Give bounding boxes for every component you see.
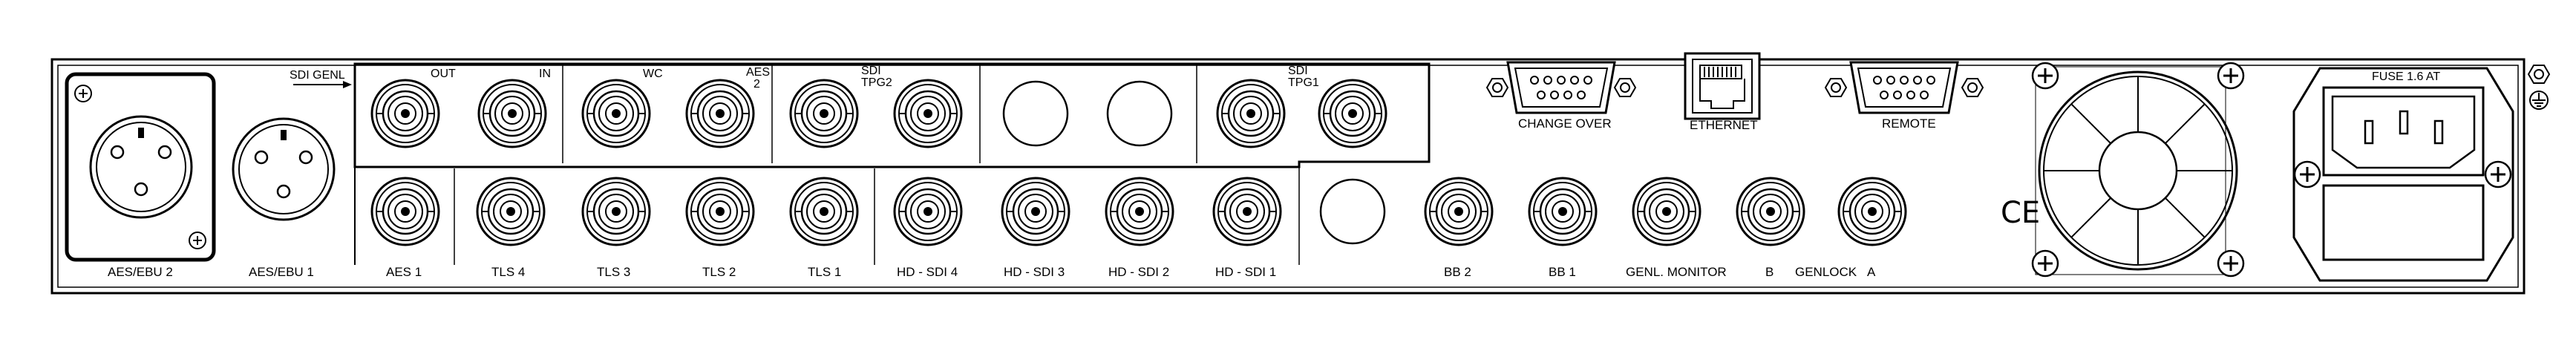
sdi-tpg2-bnc-2[interactable] (893, 79, 963, 148)
hd-sdi-2-bnc[interactable] (1105, 177, 1174, 246)
chassis-inner-outline (57, 65, 2519, 288)
sdi-tpg1-bnc-1[interactable] (1216, 79, 1286, 148)
change-over-dsub-connector[interactable] (1486, 61, 1636, 114)
tls-2-label: TLS 2 (702, 265, 736, 279)
genlock-b-bnc[interactable] (1736, 177, 1805, 246)
hd-sdi-4-label: HD - SDI 4 (897, 265, 958, 279)
power-screw-right (2484, 160, 2512, 188)
sdi-tpg1-label-top: SDI (1288, 65, 1308, 77)
aes-2-bnc[interactable] (685, 79, 755, 148)
hd-sdi-1-bnc[interactable] (1212, 177, 1282, 246)
tls-3-label: TLS 3 (597, 265, 630, 279)
bb-1-label: BB 1 (1549, 265, 1576, 279)
aes-1-label: AES 1 (386, 265, 422, 279)
remote-dsub-connector[interactable] (1825, 61, 1984, 114)
blank-hole-2 (1106, 80, 1173, 147)
power-inlet-module[interactable] (2292, 67, 2514, 282)
sdi-tpg1-bnc-2[interactable] (1318, 79, 1387, 148)
ethernet-rj45-port[interactable] (1684, 52, 1761, 120)
blank-hole-1 (1002, 80, 1069, 147)
aes-ebu-2-label: AES/EBU 2 (108, 265, 173, 279)
hd-sdi-1-label: HD - SDI 1 (1215, 265, 1276, 279)
ethernet-label: ETHERNET (1690, 118, 1758, 132)
change-over-label: CHANGE OVER (1518, 117, 1612, 131)
aes-1-bnc[interactable] (370, 177, 440, 246)
genl-monitor-bnc[interactable] (1632, 177, 1701, 246)
genlock-a-bnc[interactable] (1837, 177, 1907, 246)
fan-screw-bottom-left (2031, 249, 2059, 278)
bb-2-label: BB 2 (1444, 265, 1471, 279)
aes-2-label-top: AES (746, 66, 770, 79)
sdi-tpg2-label-bottom: TPG2 (861, 76, 892, 89)
genl-monitor-label: GENL. MONITOR (1626, 265, 1727, 279)
ground-symbol-icon (2529, 91, 2549, 110)
fan-screw-top-left (2031, 62, 2059, 90)
aes-ebu-1-label: AES/EBU 1 (249, 265, 314, 279)
wc-bnc-1[interactable] (581, 79, 651, 148)
hd-sdi-4-bnc[interactable] (893, 177, 963, 246)
genlock-label: GENLOCK (1795, 265, 1857, 279)
fan-screw-top-right (2217, 62, 2245, 90)
sdi-tpg2-bnc-1[interactable] (789, 79, 859, 148)
sdi-genl-label: SDI GENL (290, 69, 345, 82)
tls-4-label: TLS 4 (491, 265, 525, 279)
chassis-outline (50, 58, 2526, 295)
out-label: OUT (431, 68, 456, 80)
aes-ebu-1-xlr-connector[interactable] (232, 117, 336, 221)
sdi-genl-out-bnc[interactable] (370, 79, 440, 148)
fuse-label: FUSE 1.6 AT (2372, 70, 2440, 83)
tls-3-bnc[interactable] (581, 177, 651, 246)
sdi-tpg1-label-bottom: TPG1 (1288, 76, 1319, 89)
hd-sdi-2-label: HD - SDI 2 (1108, 265, 1169, 279)
tls-4-bnc[interactable] (476, 177, 546, 246)
tls-2-bnc[interactable] (685, 177, 755, 246)
tls-1-bnc[interactable] (789, 177, 859, 246)
bb-2-bnc[interactable] (1424, 177, 1494, 246)
tls-1-label: TLS 1 (808, 265, 841, 279)
power-screw-left (2293, 160, 2321, 188)
bb-1-bnc[interactable] (1528, 177, 1598, 246)
hd-sdi-3-bnc[interactable] (1001, 177, 1070, 246)
cooling-fan (2035, 66, 2238, 275)
aes-2-label-bottom: 2 (753, 78, 760, 91)
aes-ebu-2-xlr-connector[interactable] (65, 72, 216, 262)
sdi-genl-in-bnc[interactable] (477, 79, 547, 148)
ce-mark: CE (2001, 196, 2040, 230)
fan-screw-bottom-right (2217, 249, 2245, 278)
hd-sdi-3-label: HD - SDI 3 (1004, 265, 1065, 279)
in-label: IN (539, 68, 551, 80)
blank-hole-3 (1319, 178, 1386, 245)
remote-label: REMOTE (1882, 117, 1936, 131)
genlock-a-label: A (1867, 265, 1876, 279)
sdi-tpg2-label-top: SDI (861, 65, 881, 77)
wc-label: WC (643, 68, 663, 80)
genlock-b-label: B (1765, 265, 1774, 279)
ground-stud (2528, 65, 2550, 84)
